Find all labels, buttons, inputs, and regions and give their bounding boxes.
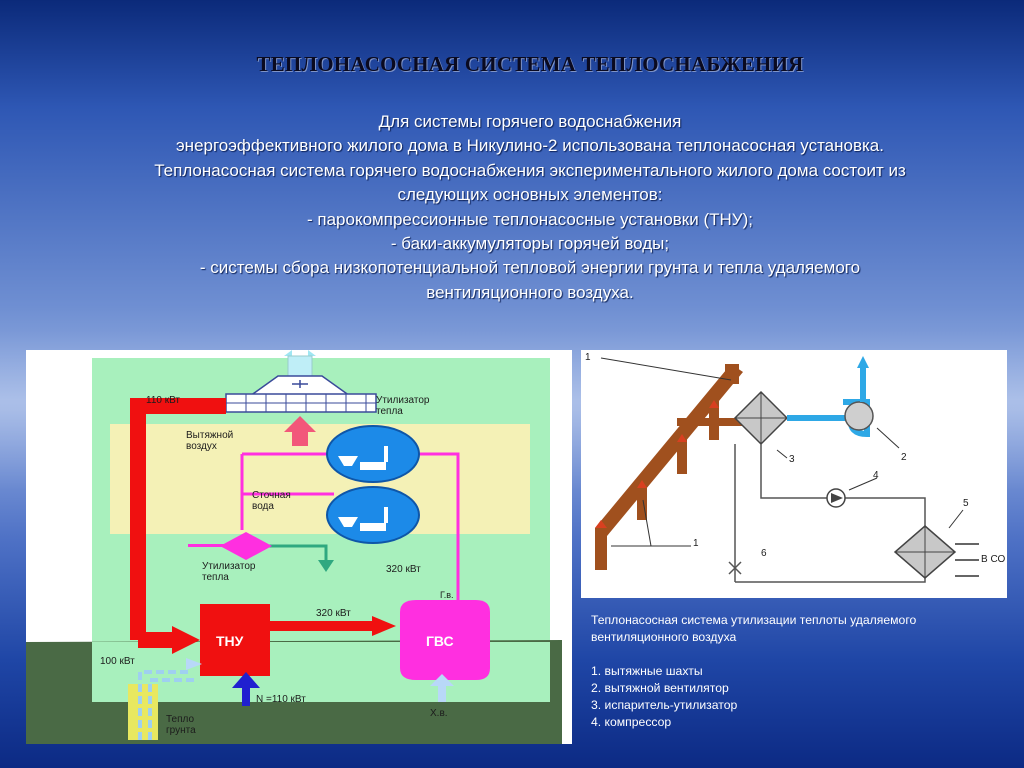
waste-water-label-2: вода	[252, 501, 274, 512]
magenta-pipes	[240, 452, 460, 600]
intro-text: Для системы горячего водоснабжения энерг…	[80, 110, 980, 305]
electric-power-label: N =110 кВт	[256, 694, 306, 705]
electric-power-arrow	[232, 672, 260, 706]
shaft-arrows	[595, 400, 719, 528]
fan-outlet-arrow	[857, 356, 869, 368]
caption-line: 3. испаритель-утилизатор	[591, 698, 738, 712]
exhaust-air-label-1: Вытяжной	[186, 430, 233, 441]
label-1-top: 1	[585, 352, 591, 363]
basement-zone	[110, 424, 530, 534]
intro-line: Теплонасосная система горячего водоснабж…	[154, 160, 906, 180]
expansion-valve	[728, 561, 742, 575]
hot-water-out-label: Г.в.	[440, 590, 454, 600]
label-1-bottom: 1	[693, 538, 699, 549]
condenser-cross	[895, 526, 955, 578]
power-320-label-b: 320 кВт	[316, 608, 351, 619]
intro-line: энергоэффективного жилого дома в Никулин…	[176, 136, 884, 156]
side-label: В СО	[981, 554, 1005, 565]
utilizer-top-label-1: Утилизатор	[376, 395, 430, 406]
intro-line: вентиляционного воздуха.	[426, 282, 634, 302]
exhaust-outlet-arrow	[284, 350, 316, 356]
caption-line: Теплонасосная система утилизации теплоты…	[591, 613, 917, 627]
cold-water-label: Х.в.	[430, 708, 448, 719]
ground-loop-pipe	[138, 670, 190, 740]
caption-line: 4. компрессор	[591, 715, 672, 729]
leader-lines	[600, 357, 964, 547]
ground-probe	[128, 684, 158, 740]
exhaust-air-label-2: воздух	[186, 441, 217, 452]
utilizer-bottom-label-2: тепла	[202, 572, 229, 583]
heat-pump-unit-label: ТНУ	[216, 633, 244, 649]
label-3: 3	[789, 454, 795, 465]
bottom-heat-utilizer	[220, 532, 272, 560]
green-arrow	[318, 560, 334, 572]
intro-line: следующих основных элементов:	[397, 185, 663, 205]
label-5: 5	[963, 498, 969, 509]
power-top-label: 110 кВт	[146, 395, 180, 406]
ground-loop-pipe-2	[148, 678, 198, 740]
hot-water-supply-unit	[400, 600, 490, 680]
slide-title: ТЕПЛОНАСОСНАЯ СИСТЕМА ТЕПЛОСНАБЖЕНИЯ	[256, 52, 804, 76]
label-2: 2	[901, 452, 907, 463]
caption-line: 2. вытяжной вентилятор	[591, 681, 729, 695]
utilizer-grid	[226, 394, 376, 412]
ground-heat-label-1: Тепло	[166, 714, 194, 725]
compressor-arrow	[831, 493, 843, 503]
caption-line: вентиляционного воздуха	[591, 630, 737, 644]
heat-pump-scheme: 110 кВт Утилизатор тепла Вытяжной воздух…	[26, 350, 572, 744]
red-feed-arrow	[172, 626, 200, 654]
intro-line: Для системы горячего водоснабжения	[378, 112, 682, 131]
heat-pump-unit	[200, 604, 270, 676]
label-4: 4	[873, 470, 879, 481]
exhaust-shafts	[595, 364, 747, 570]
power-320-label-a: 320 кВт	[386, 564, 421, 575]
red-320-arrow	[372, 616, 396, 636]
caption-line	[591, 646, 1016, 663]
red-supply-pipe	[130, 398, 226, 640]
exhaust-stack	[287, 355, 313, 377]
hot-water-tank-1	[326, 425, 420, 483]
utilizer-bottom-label-1: Утилизатор	[202, 561, 256, 572]
green-pipe	[266, 544, 328, 564]
exhaust-air-arrow	[284, 416, 316, 446]
intro-line: - парокомпрессионные теплонасосные устан…	[307, 209, 753, 229]
utilizer-top-label-2: тепла	[376, 406, 403, 417]
ground-heat-arrow	[186, 658, 202, 670]
magenta-link	[188, 544, 248, 547]
ventilation-recovery-svg: 1 1 2 3 4 5 6 В СО	[585, 352, 1005, 583]
exhaust-fan	[844, 401, 874, 431]
heat-pump-scheme-svg: 110 кВт Утилизатор тепла Вытяжной воздух…	[26, 350, 572, 744]
hot-water-unit-label: ГВС	[426, 633, 454, 649]
power-100-label: 100 кВт	[100, 656, 135, 667]
evaporator-cross	[735, 392, 787, 444]
caption-line: 1. вытяжные шахты	[591, 664, 703, 678]
hot-water-tank-2	[326, 486, 420, 544]
fan-cross-icon	[292, 380, 308, 388]
waste-water-label-1: Сточная	[252, 490, 291, 501]
label-6: 6	[761, 548, 767, 559]
cold-water-arrow	[430, 674, 454, 702]
refrigerant-lines	[734, 444, 926, 583]
condenser-ports	[955, 543, 979, 577]
bath-icons	[338, 446, 388, 531]
ventilation-recovery-scheme: 1 1 2 3 4 5 6 В СО	[581, 350, 1007, 598]
intro-line: - системы сбора низкопотенциальной тепло…	[199, 258, 861, 278]
intro-line: - баки-аккумуляторы горячей воды;	[390, 234, 670, 254]
right-caption: Теплонасосная система утилизации теплоты…	[591, 612, 1016, 731]
ground-heat-label-2: грунта	[166, 725, 196, 736]
